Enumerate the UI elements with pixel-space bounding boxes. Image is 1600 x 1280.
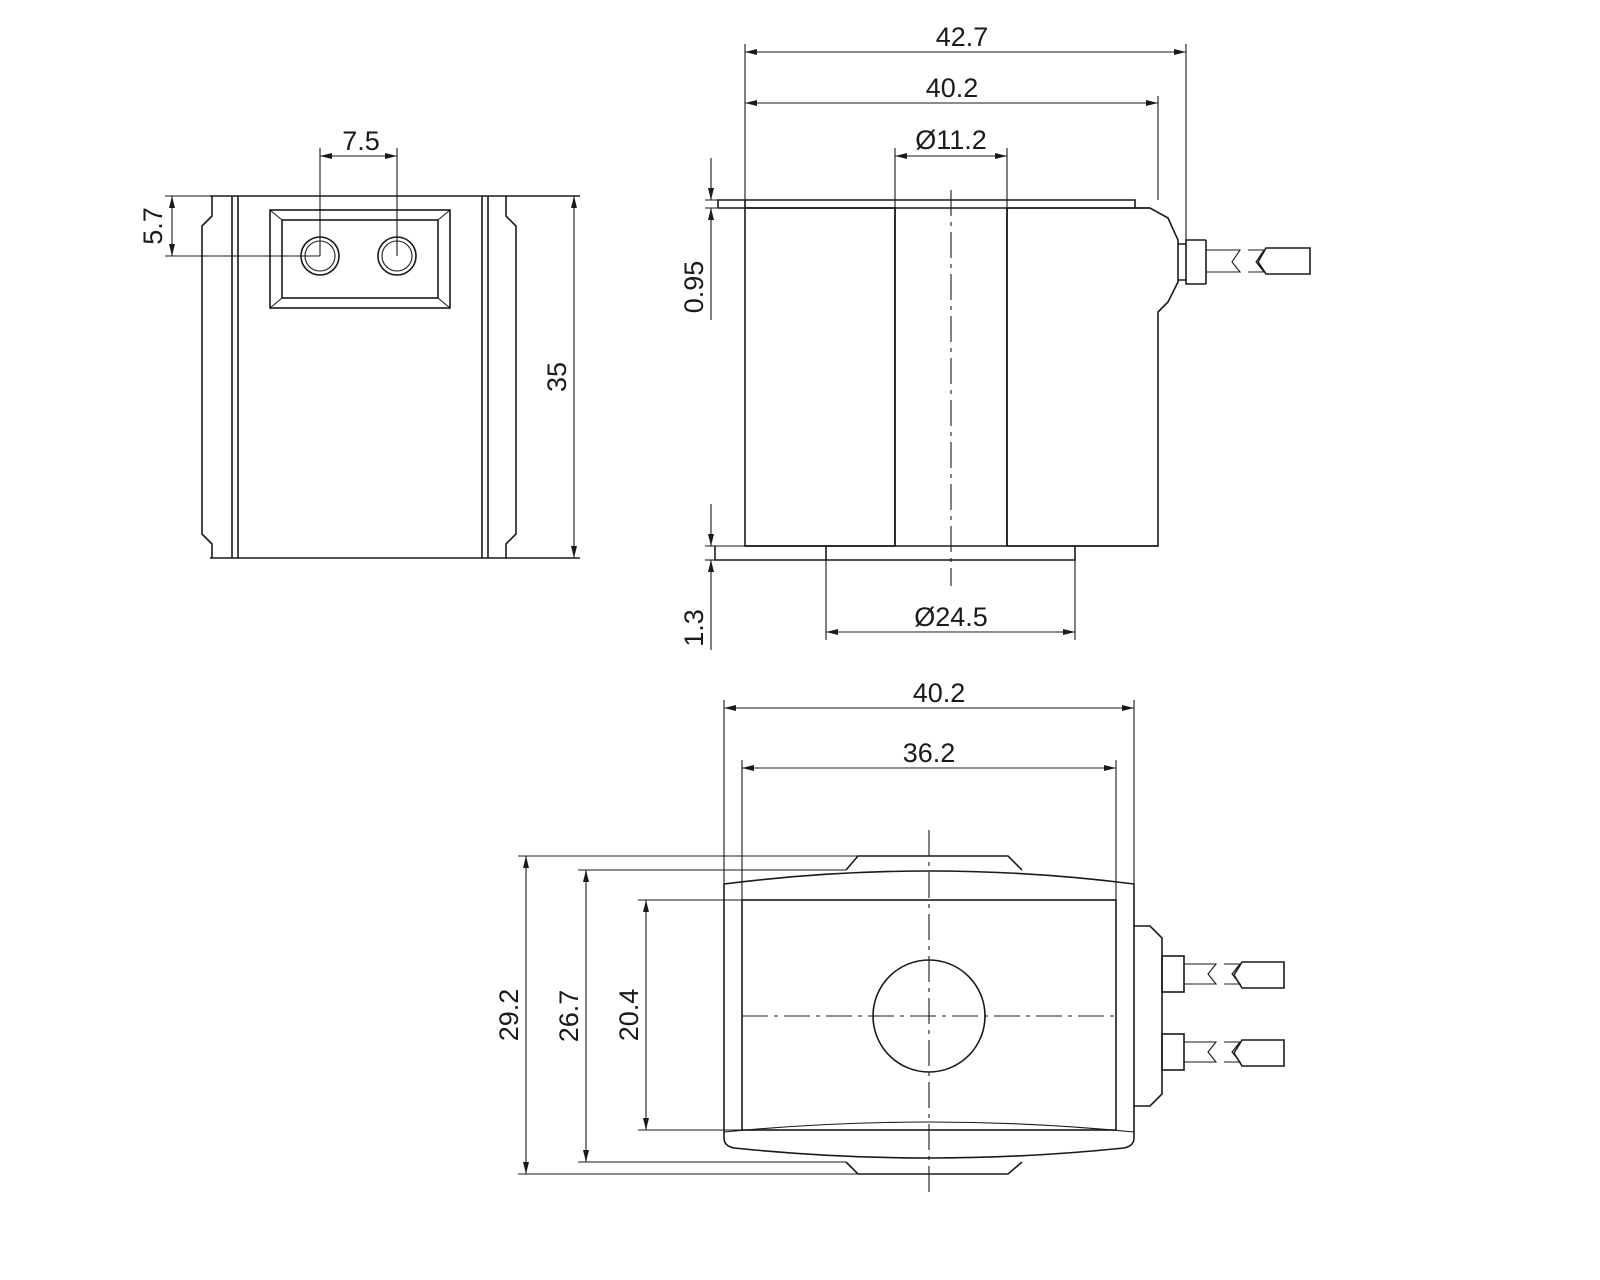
dim-pin-spacing: 7.5: [319, 126, 398, 256]
dim-body-length-label: 40.2: [926, 73, 979, 103]
dim-body-height-label: 26.7: [554, 990, 584, 1043]
dim-bottom-body-width: 40.2: [723, 678, 1135, 884]
winding-section-left: [744, 207, 896, 547]
dim-pin-offset-label: 5.7: [138, 207, 168, 245]
front-view: 7.5 5.7 35: [138, 126, 580, 559]
lead-wire-bottom: [1134, 925, 1285, 1107]
dim-bottom-flange-label: 1.3: [679, 609, 709, 647]
dim-body-length: 40.2: [745, 73, 1159, 200]
section-view: 42.7 40.2 Ø11.2 0.95: [679, 22, 1311, 650]
bottom-view-body: [723, 830, 1135, 1198]
dim-pin-offset: 5.7: [138, 195, 320, 257]
dim-inner-height: 20.4: [614, 899, 742, 1131]
dim-overall-length-label: 42.7: [936, 22, 989, 52]
dim-bottom-flange: 1.3: [679, 504, 745, 650]
bottom-view: 40.2 36.2 29.2 26.7 20.4: [494, 678, 1285, 1198]
lead-wire-section: [1178, 239, 1311, 285]
dim-front-height: 35: [542, 196, 577, 558]
winding-section-right: [1006, 207, 1179, 547]
dim-overall-length: 42.7: [744, 22, 1187, 240]
dim-base-diameter: Ø24.5: [825, 560, 1076, 640]
dim-body-height: 26.7: [554, 869, 846, 1163]
section-outline: [714, 190, 1158, 586]
dim-top-flange: 0.95: [679, 158, 745, 320]
dim-bore-diameter-label: Ø11.2: [915, 125, 987, 155]
connector-housing: [269, 209, 451, 309]
dim-front-height-label: 35: [542, 362, 572, 392]
dim-base-diameter-label: Ø24.5: [914, 602, 988, 632]
dim-pin-spacing-label: 7.5: [342, 126, 380, 156]
dim-inner-width-label: 36.2: [903, 738, 956, 768]
front-view-body: [201, 195, 580, 559]
dim-inner-width: 36.2: [741, 738, 1117, 900]
dim-inner-height-label: 20.4: [614, 989, 644, 1042]
dim-overall-height-label: 29.2: [494, 989, 524, 1042]
dim-overall-height: 29.2: [494, 855, 858, 1175]
dim-bottom-body-width-label: 40.2: [913, 678, 966, 708]
dim-bore-diameter: Ø11.2: [894, 125, 1008, 208]
dim-top-flange-label: 0.95: [679, 261, 709, 314]
